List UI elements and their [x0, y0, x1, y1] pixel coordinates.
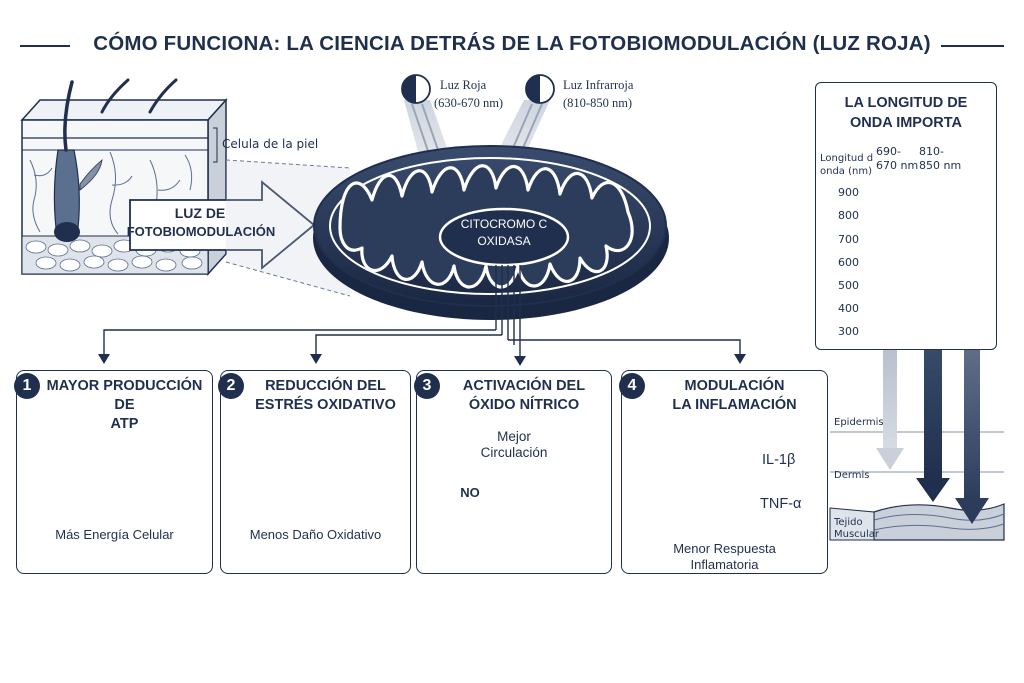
card-caption: Menos Daño Oxidativo [249, 527, 382, 542]
light-arrow-label-1: LUZ DE [174, 205, 226, 221]
layer-epidermis: Epidermis [834, 417, 884, 428]
card-number: 4 [619, 373, 645, 399]
card-number: 1 [14, 373, 40, 399]
card-subtitle-line1: Mejor [497, 429, 531, 444]
card-subtitle: Mejor Circulación [421, 429, 607, 461]
ros-badge-label: ROS [336, 446, 363, 460]
col-infrared-header: 810- 850 nm [919, 145, 961, 173]
tick-400: 400 [838, 302, 859, 315]
col-infrared-line2: 850 nm [919, 159, 962, 172]
card-number: 3 [414, 373, 440, 399]
infrared-light-name: Luz Infrarroja [563, 78, 634, 92]
panel-title-line1: LA LONGITUD DE [844, 95, 968, 111]
col-red-line2: 670 nm [876, 159, 919, 172]
wavelength-panel: LA LONGITUD DE ONDA IMPORTA [815, 82, 997, 350]
card-number: 2 [218, 373, 244, 399]
card-title: MODULACIÓN LA INFLAMACIÓN [646, 377, 823, 415]
card-inflammation: 4 MODULACIÓN LA INFLAMACIÓN Menor Respue… [619, 370, 828, 574]
card-title-line2: ÓXIDO NÍTRICO [468, 397, 580, 413]
title-rule-right [932, 45, 1004, 47]
col-red-line1: 690- [876, 145, 901, 158]
card-title: MAYOR PRODUCCIÓN DE ATP [41, 377, 208, 434]
light-arrow-label-2: FOTOBIOMODULACIÓN [126, 224, 276, 239]
card-caption-line2: Inflamatoria [690, 557, 759, 572]
atp-badge-1-label: ATP [154, 433, 178, 447]
wavelength-axis-label: Longitud d onda (nm) [820, 152, 873, 178]
col-red-header: 690- 670 nm [876, 145, 918, 173]
card-title-line2: ATP [110, 416, 139, 432]
tick-300: 300 [838, 325, 859, 338]
card-caption: Más Energía Celular [55, 527, 174, 542]
tnfa-label: TNF-α [760, 496, 802, 512]
mitochondria-illustration [313, 145, 669, 320]
red-light-name: Luz Roja [440, 78, 487, 92]
card-oxidative-stress: 2 REDUCCIÓN DEL ESTRÉS OXIDATIVO Menos D… [218, 370, 411, 574]
tick-500: 500 [838, 279, 859, 292]
no-badge-label: NO [460, 485, 480, 500]
card-nitric-oxide: 3 ACTIVACIÓN DEL ÓXIDO NÍTRICO Mejor Cir… [414, 370, 612, 574]
il1b-label: IL-1β [762, 452, 796, 468]
title-rule-left [20, 45, 70, 47]
card-title-line1: ACTIVACIÓN DEL [462, 378, 586, 394]
card-title-line1: MODULACIÓN [684, 378, 785, 394]
card-title-line2: ESTRÉS OXIDATIVO [255, 397, 396, 413]
red-light-range: (630-670 nm) [434, 96, 504, 110]
card-title-line1: REDUCCIÓN DEL [265, 378, 386, 394]
wavelength-panel-title: LA LONGITUD DE ONDA IMPORTA [816, 93, 996, 133]
red-light-icon [401, 74, 431, 104]
page-title: CÓMO FUNCIONA: LA CIENCIA DETRÁS DE LA F… [20, 32, 1004, 56]
axis-label-line1: Longitud d [820, 153, 874, 164]
skin-cell-label: Celula de la piel [222, 137, 319, 151]
title-bar: CÓMO FUNCIONA: LA CIENCIA DETRÁS DE LA F… [20, 28, 1004, 62]
tick-600: 600 [838, 256, 859, 269]
tick-900: 900 [838, 186, 859, 199]
layer-muscle-line2: Muscular [834, 529, 880, 540]
infrared-light-range: (810-850 nm) [563, 96, 633, 110]
infrared-light-icon [525, 74, 555, 104]
card-caption-line1: Menor Respuesta [673, 541, 776, 556]
card-title-line2: LA INFLAMACIÓN [672, 397, 797, 413]
pathway-connectors [103, 265, 741, 360]
enzyme-label-2: OXIDASA [477, 234, 531, 248]
layer-muscle-line1: Tejido [834, 517, 863, 528]
card-title: REDUCCIÓN DEL ESTRÉS OXIDATIVO [245, 377, 406, 415]
atp-badge-2-label: ATP [164, 480, 188, 494]
axis-label-line2: onda (nm) [820, 166, 872, 177]
card-atp-production: 1 MAYOR PRODUCCIÓN DE ATP Más Energía Ce… [14, 370, 213, 574]
panel-title-line2: ONDA IMPORTA [850, 115, 962, 131]
enzyme-label-1: CITOCROMO C [460, 217, 548, 231]
layer-dermis: Dermis [834, 470, 870, 481]
card-title: ACTIVACIÓN DEL ÓXIDO NÍTRICO [441, 377, 607, 415]
light-arrow-shape [129, 180, 316, 270]
tick-700: 700 [838, 233, 859, 246]
card-subtitle-line2: Circulación [480, 445, 548, 460]
layer-muscle: Tejido Muscular [834, 517, 879, 541]
card-caption: Menor Respuesta Inflamatoria [626, 541, 823, 573]
card-title-line1: MAYOR PRODUCCIÓN DE [46, 378, 203, 413]
tick-800: 800 [838, 209, 859, 222]
col-infrared-line1: 810- [919, 145, 944, 158]
